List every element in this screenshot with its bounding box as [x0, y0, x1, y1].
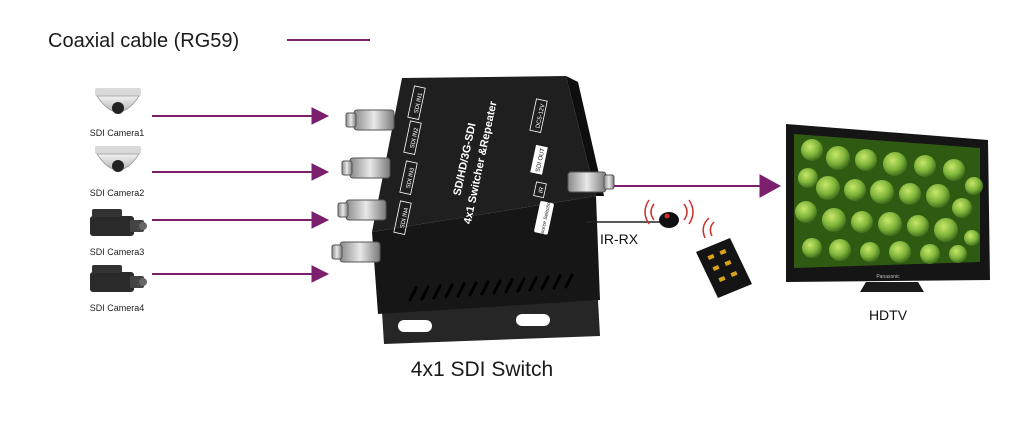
signal-waves-icon	[644, 199, 694, 225]
camera-label-1: SDI Camera1	[90, 128, 145, 138]
tv-label: HDTV	[869, 307, 908, 323]
remote-control-icon	[696, 217, 752, 298]
input-label-2: SDI IN2	[410, 127, 420, 149]
input-label-3: SDI IN3	[406, 167, 416, 189]
tv-screen-image	[795, 139, 983, 264]
camera-1: SDI Camera1	[90, 88, 145, 138]
input-arrows	[152, 107, 330, 283]
camera-3: SDI Camera3	[90, 209, 147, 257]
camera-4: SDI Camera4	[90, 265, 147, 313]
bnc-connectors	[331, 109, 615, 263]
power-label: DC5-12V	[535, 104, 546, 129]
dome-camera-icon	[95, 146, 141, 172]
camera-2: SDI Camera2	[90, 146, 145, 198]
ir-port-label: IR	[538, 186, 545, 194]
out-label: SDI OUT	[536, 147, 547, 172]
camera-label-2: SDI Camera2	[90, 188, 145, 198]
ir-receiver: IR-RX	[586, 199, 694, 247]
legend-label: Coaxial cable (RG59)	[48, 30, 239, 52]
camcorder-icon	[90, 265, 147, 292]
camera-label-4: SDI Camera4	[90, 303, 145, 313]
switch-caption: 4x1 SDI Switch	[411, 358, 553, 381]
input-label-1: SDI IN1	[414, 92, 424, 114]
output-arrow	[614, 174, 782, 198]
camcorder-icon	[90, 209, 147, 236]
sdi-switch-device: SD/HD/3G-SDI 4x1 Switcher &Repeater SDI …	[331, 76, 615, 344]
hdtv: Panasonic HDTV	[786, 124, 990, 323]
dome-camera-icon	[95, 88, 141, 114]
camera-label-3: SDI Camera3	[90, 247, 145, 257]
ir-rx-label: IR-RX	[600, 231, 639, 247]
input-label-4: SDI IN4	[400, 207, 410, 229]
vent-slots	[408, 273, 574, 302]
tv-brand: Panasonic	[876, 274, 900, 280]
